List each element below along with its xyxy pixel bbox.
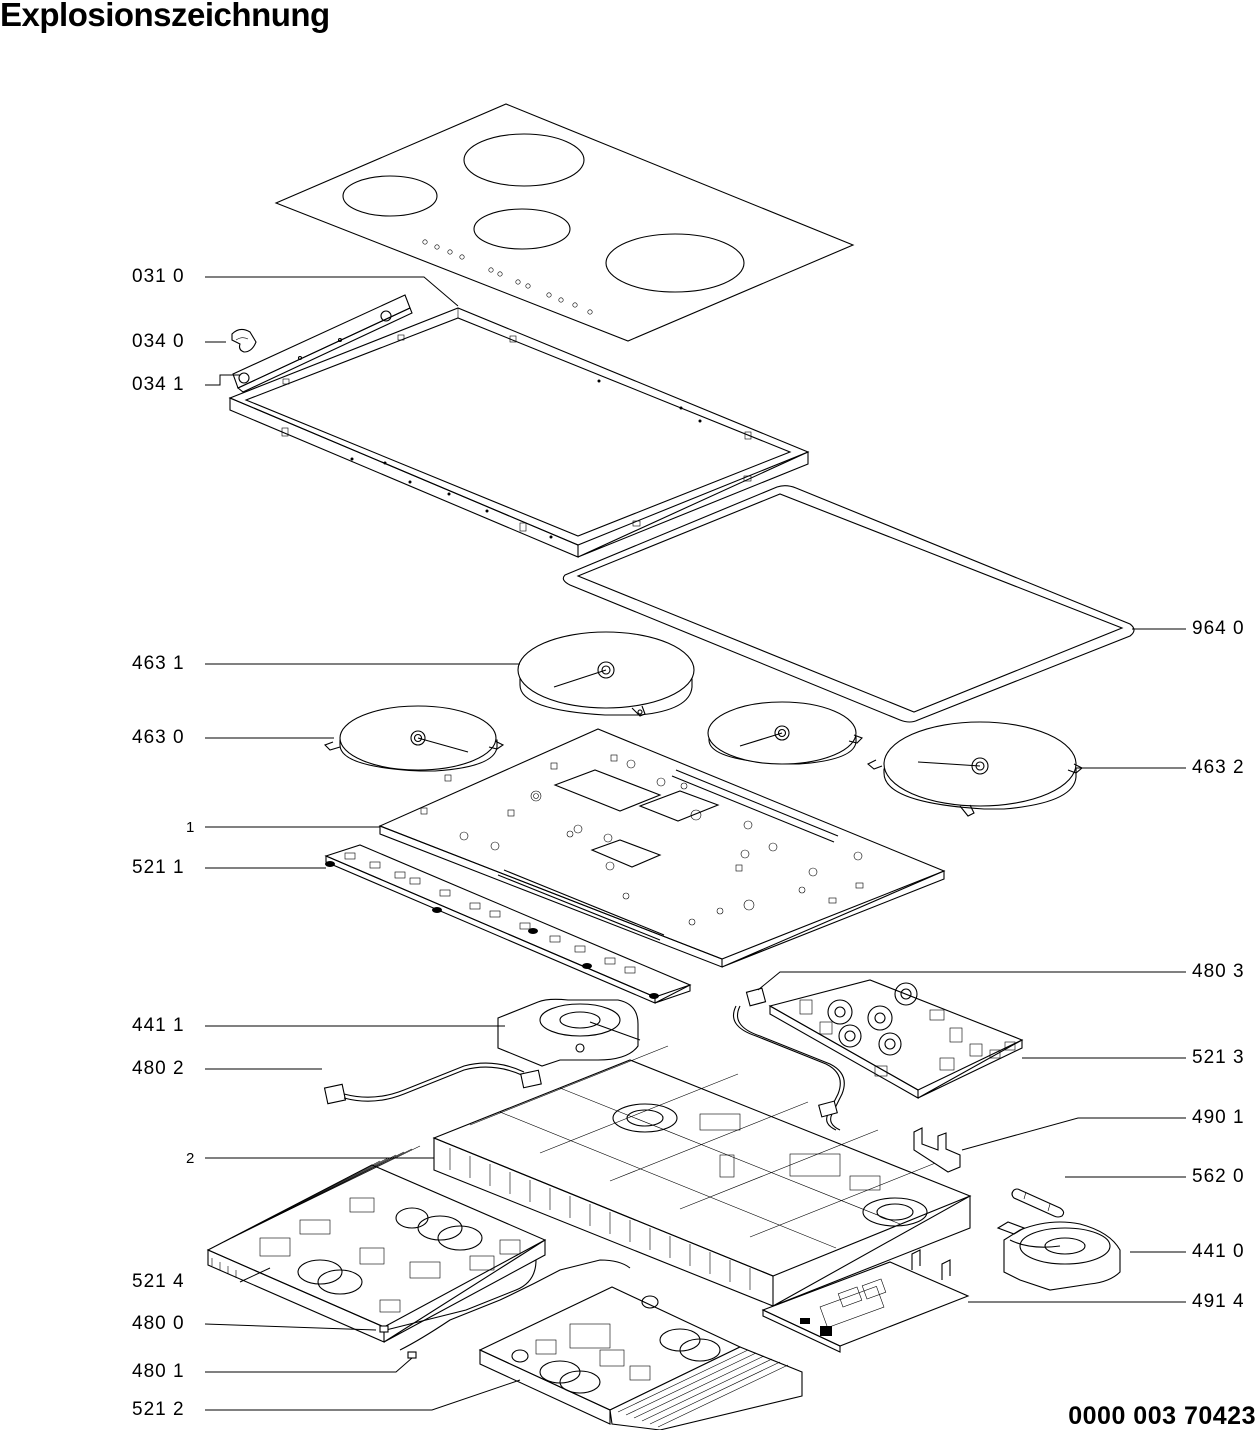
part-label-480-3: 480 3 bbox=[1192, 961, 1245, 982]
part-label-1: 1 bbox=[186, 819, 196, 836]
power-board-521-3 bbox=[768, 979, 1024, 1099]
control-board bbox=[324, 844, 692, 1004]
cooling-fan-lower bbox=[996, 1221, 1121, 1291]
mounting-rail bbox=[232, 294, 413, 393]
induction-coil-463-2 bbox=[867, 721, 1083, 817]
part-label-480-2: 480 2 bbox=[132, 1058, 185, 1079]
part-label-031-0: 031 0 bbox=[132, 266, 185, 287]
cable-harness-480-2 bbox=[323, 1062, 542, 1105]
part-label-480-0: 480 0 bbox=[132, 1313, 185, 1334]
part-label-490-1: 490 1 bbox=[1192, 1107, 1245, 1128]
document-number: 0000 003 70423 bbox=[1068, 1402, 1256, 1430]
leader-lines bbox=[204, 276, 1186, 1411]
part-label-521-1: 521 1 bbox=[132, 857, 185, 878]
part-label-521-3: 521 3 bbox=[1192, 1047, 1245, 1068]
bracket-490-1 bbox=[913, 1127, 961, 1173]
part-label-480-1: 480 1 bbox=[132, 1361, 185, 1382]
part-label-491-4: 491 4 bbox=[1192, 1291, 1245, 1312]
part-label-521-2: 521 2 bbox=[132, 1399, 185, 1420]
part-label-034-1: 034 1 bbox=[132, 374, 185, 395]
heatsink-board-521-4 bbox=[206, 1145, 547, 1343]
induction-coil-463-0 bbox=[324, 705, 505, 772]
heatsink-board-521-2 bbox=[478, 1286, 803, 1430]
sealing-gasket bbox=[562, 485, 1135, 723]
part-label-441-1: 441 1 bbox=[132, 1015, 185, 1036]
part-label-463-1: 463 1 bbox=[132, 653, 185, 674]
part-label-964-0: 964 0 bbox=[1192, 618, 1245, 639]
part-label-034-0: 034 0 bbox=[132, 331, 185, 352]
fuse-562-0 bbox=[1011, 1188, 1065, 1218]
support-plate bbox=[378, 728, 946, 968]
induction-coil-463-1 bbox=[517, 631, 695, 717]
mounting-clip bbox=[231, 328, 257, 353]
part-label-463-2: 463 2 bbox=[1192, 757, 1245, 778]
induction-coil-small bbox=[707, 701, 863, 765]
part-label-463-0: 463 0 bbox=[132, 727, 185, 748]
cooktop-frame bbox=[228, 307, 810, 558]
page-title: Explosionszeichnung bbox=[0, 0, 330, 33]
part-label-521-4: 521 4 bbox=[132, 1271, 185, 1292]
cable-harness-480-0-480-1 bbox=[379, 1259, 631, 1359]
part-label-441-0: 441 0 bbox=[1192, 1241, 1245, 1262]
part-label-2: 2 bbox=[186, 1150, 196, 1167]
cooling-fan-upper bbox=[497, 998, 641, 1067]
ceramic-glass-top bbox=[274, 103, 855, 342]
cable-harness-480-3 bbox=[732, 987, 845, 1131]
part-label-562-0: 562 0 bbox=[1192, 1166, 1245, 1187]
insulation-plate bbox=[761, 1249, 970, 1353]
